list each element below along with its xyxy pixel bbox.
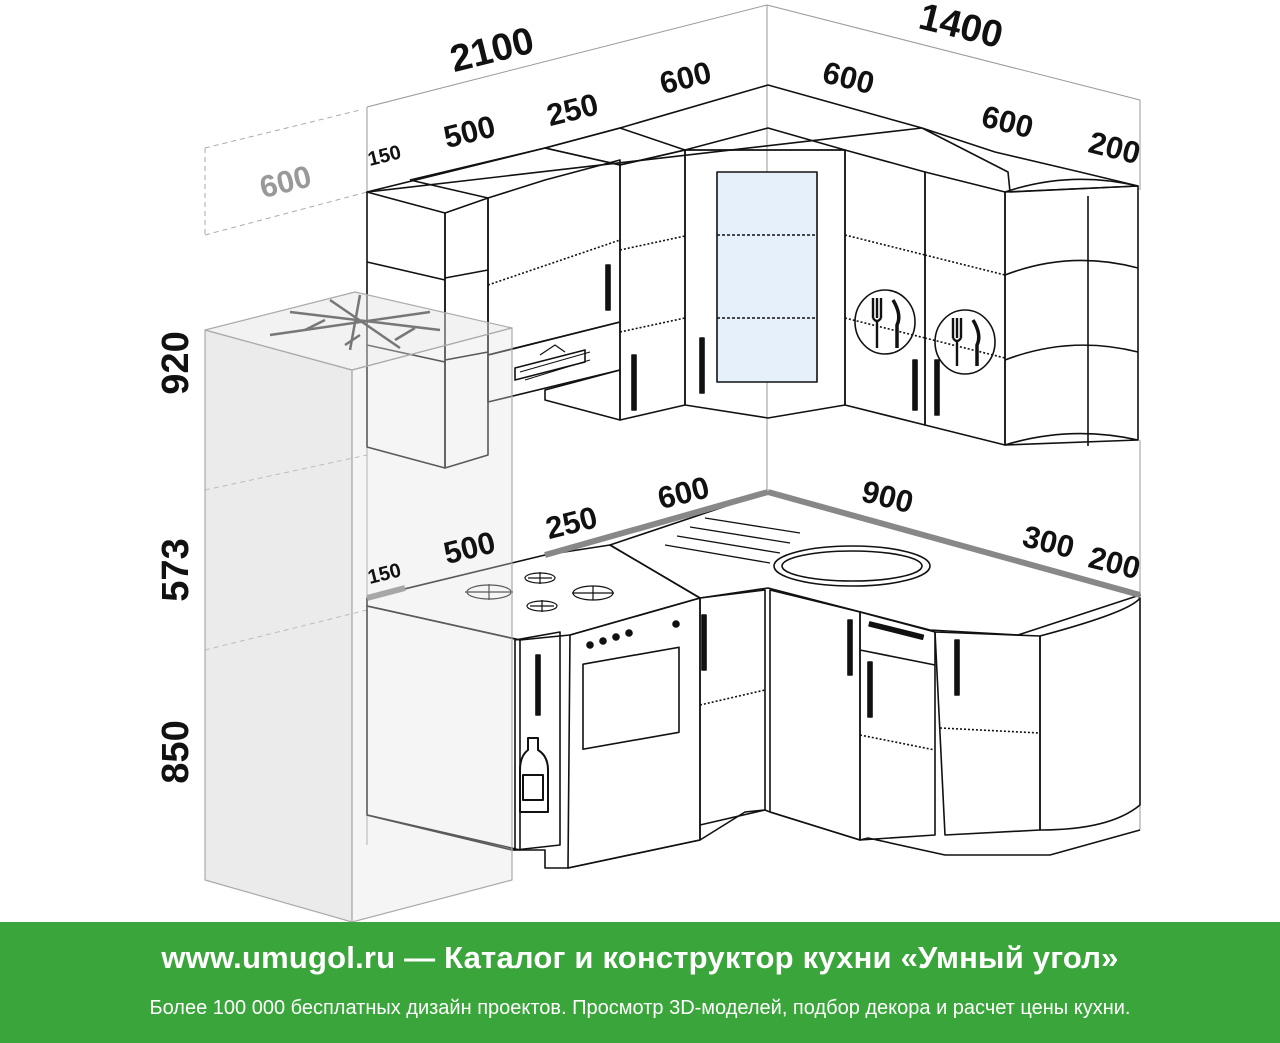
handle — [912, 359, 918, 411]
sink-bowl — [773, 545, 931, 587]
oven-door — [582, 646, 680, 751]
dim-lower-200: 200 — [1085, 540, 1144, 586]
handle — [954, 639, 960, 696]
banner-subtitle: Более 100 000 бесплатных дизайн проектов… — [149, 997, 1131, 1019]
base-end-200 — [1039, 597, 1141, 831]
dim-upper-500: 500 — [440, 109, 499, 155]
lower-cabinets — [366, 589, 1141, 869]
handle — [535, 654, 541, 716]
glass-panel — [716, 171, 818, 383]
footer-banner: www.umugol.ru — Каталог и конструктор ку… — [0, 922, 1280, 1043]
fridge-depth-guides — [204, 109, 368, 651]
handle — [631, 354, 637, 411]
handle — [847, 619, 853, 676]
bottle-icon — [519, 737, 549, 813]
dim-upper-250: 250 — [543, 87, 602, 133]
dim-height-upper: 920 — [155, 331, 197, 394]
open-shelf-right — [1004, 185, 1139, 446]
plinth — [512, 809, 1141, 869]
dim-upper-600-corner: 600 — [819, 55, 878, 101]
dim-upper-200: 200 — [1085, 125, 1144, 171]
banner-title[interactable]: www.umugol.ru — Каталог и конструктор ку… — [161, 940, 1119, 975]
fridge — [204, 291, 513, 922]
handle — [699, 337, 705, 394]
upper-cabinets — [366, 84, 1139, 469]
base-sink-900 — [769, 589, 861, 841]
hob — [465, 572, 614, 612]
oven — [567, 597, 701, 869]
snowflake-icon — [269, 294, 441, 351]
handle — [701, 614, 707, 671]
base-250 — [699, 589, 766, 826]
dim-fridge-depth: 600 — [256, 159, 315, 205]
base-drawer — [859, 611, 936, 841]
handle — [605, 264, 611, 311]
dim-lower-900: 900 — [858, 474, 917, 520]
dim-height-middle: 573 — [155, 538, 197, 601]
cutlery-icon — [934, 309, 996, 375]
kitchen-drawing: 2100 1400 150 500 250 600 600 600 200 60… — [155, 0, 1144, 922]
base-300 — [934, 631, 1041, 836]
dim-upper-600-left: 600 — [656, 55, 715, 101]
dim-total-left: 2100 — [446, 20, 538, 81]
cabinet-500-upper — [487, 159, 621, 356]
dim-upper-150: 150 — [366, 141, 404, 170]
handle — [934, 359, 940, 416]
dim-upper-600-right: 600 — [978, 99, 1037, 145]
handle — [867, 661, 873, 718]
dim-lower-300: 300 — [1019, 519, 1078, 565]
handle — [868, 621, 925, 640]
cutlery-icon — [854, 289, 916, 355]
dim-height-lower: 850 — [155, 720, 197, 783]
cabinet-250-upper — [619, 149, 686, 421]
dim-total-right: 1400 — [915, 0, 1007, 57]
bottle-cabinet — [514, 631, 561, 851]
